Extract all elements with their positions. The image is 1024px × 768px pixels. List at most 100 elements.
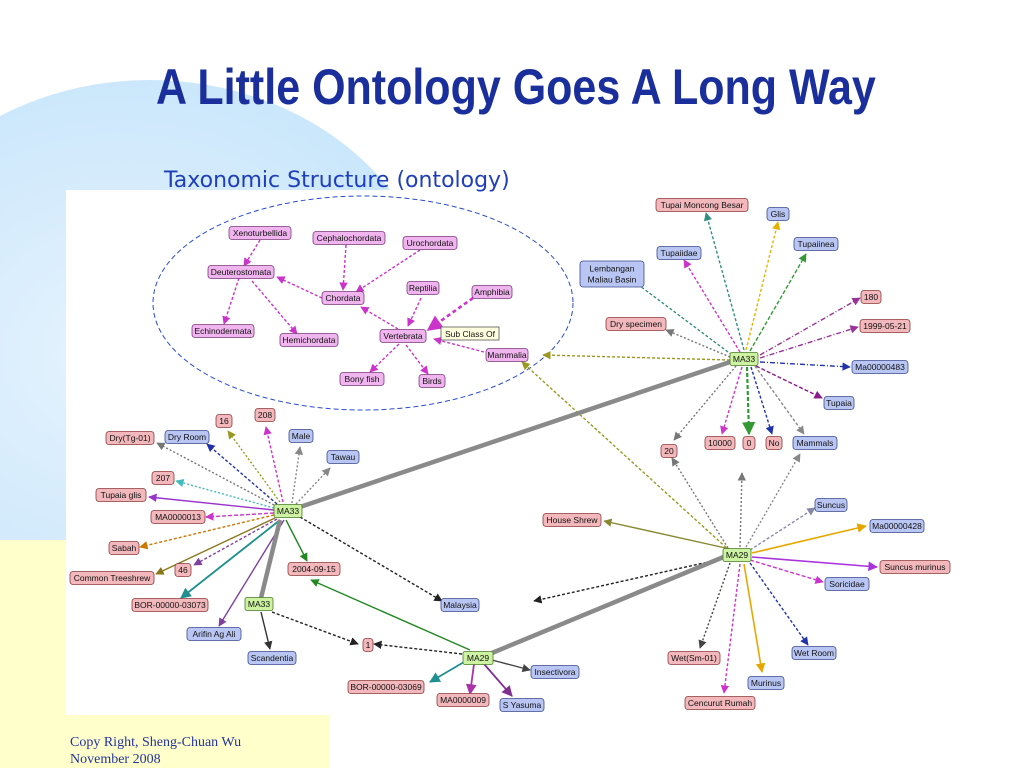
node-deuterostomata[interactable]: Deuterostomata: [207, 265, 275, 279]
node-ma29-right[interactable]: MA29: [722, 548, 752, 562]
node-ma0000013-box: [150, 510, 206, 524]
node-bor03069-box: [347, 680, 425, 694]
node-tupaia-glis[interactable]: Tupaia glis: [95, 488, 147, 502]
node-label: MA33: [277, 506, 299, 516]
node-s-yasuma[interactable]: S Yasuma: [499, 698, 545, 712]
edge: [673, 365, 737, 441]
edge: [433, 336, 485, 353]
node-d2004[interactable]: 2004-09-15: [287, 562, 341, 576]
node-hemichordata[interactable]: Hemichordata: [279, 333, 339, 347]
node-dry-room[interactable]: Dry Room: [164, 430, 210, 444]
edge: [148, 493, 275, 511]
node-label: No: [769, 438, 780, 448]
node-house-shrew[interactable]: House Shrew: [542, 513, 602, 527]
node-ma33-small-box: [244, 597, 274, 611]
node-tupaiidae[interactable]: Tupaiidae: [656, 246, 702, 260]
node-insectivora[interactable]: Insectivora: [530, 665, 580, 679]
node-n16[interactable]: 16: [215, 414, 233, 428]
node-glis[interactable]: Glis: [766, 207, 790, 221]
node-deuterostomata-box: [207, 265, 275, 279]
node-label: Lembangan: [590, 264, 635, 274]
node-label: Insectivora: [534, 667, 575, 677]
edge: [258, 519, 283, 599]
node-sabah[interactable]: Sabah: [108, 541, 140, 555]
node-label: Ma00000428: [872, 521, 922, 531]
node-malaysia[interactable]: Malaysia: [440, 598, 480, 612]
node-mammals[interactable]: Mammals: [792, 436, 838, 450]
node-ma33-small[interactable]: MA33: [244, 597, 274, 611]
node-ma00000428[interactable]: Ma00000428: [869, 519, 925, 533]
node-echinodermata[interactable]: Echinodermata: [191, 324, 255, 338]
node-bor03073[interactable]: BOR-00000-03073: [131, 598, 209, 612]
slide-subtitle: Taxonomic Structure (ontology): [164, 168, 510, 193]
slide-title: A Little Ontology Goes A Long Way: [156, 59, 876, 115]
node-n46[interactable]: 46: [174, 563, 192, 577]
node-dry-specimen[interactable]: Dry specimen: [605, 317, 667, 331]
node-label: Deuterostomata: [211, 267, 272, 277]
node-n16-box: [215, 414, 233, 428]
node-n208[interactable]: 208: [254, 408, 276, 422]
node-tupai-moncong-besar[interactable]: Tupai Moncong Besar: [655, 198, 749, 212]
node-label: Xenoturbellida: [233, 228, 288, 238]
node-bony-fish[interactable]: Bony fish: [339, 372, 385, 386]
node-urochordata[interactable]: Urochordata: [402, 236, 458, 250]
node-wet-room[interactable]: Wet Room: [791, 646, 837, 660]
edge: [754, 365, 805, 435]
edge: [156, 442, 275, 506]
node-no[interactable]: No: [765, 436, 783, 450]
node-cephalochordata[interactable]: Cephalochordata: [312, 231, 386, 245]
node-amphibia[interactable]: Amphibia: [471, 285, 513, 299]
node-label: Dry specimen: [610, 319, 662, 329]
node-soricidae[interactable]: Soricidae: [824, 577, 870, 591]
node-mammalia[interactable]: Mammalia: [485, 348, 529, 362]
node-label: 46: [178, 565, 188, 575]
node-cencurut-rumah[interactable]: Cencurut Rumah: [684, 696, 756, 710]
node-dry-tg01[interactable]: Dry(Tg-01): [105, 431, 155, 445]
edge: [737, 472, 746, 548]
node-suncus-murinus[interactable]: Suncus murinus: [879, 560, 951, 574]
node-arifin[interactable]: Arifin Ag Ali: [186, 627, 242, 641]
node-n207[interactable]: 207: [151, 471, 175, 485]
node-ma0000009[interactable]: MA0000009: [436, 693, 490, 707]
node-suncus[interactable]: Suncus: [814, 498, 848, 512]
node-n207-box: [151, 471, 175, 485]
node-birds[interactable]: Birds: [418, 374, 446, 388]
node-ma29-bottom[interactable]: MA29: [462, 651, 494, 665]
node-n0[interactable]: 0: [742, 436, 756, 450]
node-xenoturbellida[interactable]: Xenoturbellida: [228, 226, 292, 240]
node-ma33-left[interactable]: MA33: [273, 504, 303, 518]
node-label: House Shrew: [546, 515, 598, 525]
node-common-treeshrew[interactable]: Common Treeshrew: [69, 571, 155, 585]
node-reptilia[interactable]: Reptilia: [406, 281, 440, 295]
node-label: MA29: [726, 550, 748, 560]
node-tupaiinea-box: [793, 237, 839, 251]
node-n20[interactable]: 20: [660, 444, 678, 458]
node-n180[interactable]: 180: [860, 290, 882, 304]
node-d1999[interactable]: 1999-05-21: [859, 319, 911, 333]
edge: [749, 562, 809, 646]
node-dry-room-box: [164, 430, 210, 444]
node-vertebrata[interactable]: Vertebrata: [379, 329, 427, 343]
node-male[interactable]: Male: [288, 429, 314, 443]
node-tupaia[interactable]: Tupaia: [823, 396, 855, 410]
node-tawau[interactable]: Tawau: [326, 450, 360, 464]
node-chordata[interactable]: Chordata: [321, 291, 365, 305]
node-bor03069[interactable]: BOR-00000-03069: [347, 680, 425, 694]
edge: [759, 325, 859, 359]
node-scandentia[interactable]: Scandentia: [247, 651, 297, 665]
node-tupaiinea[interactable]: Tupaiinea: [793, 237, 839, 251]
node-n10000[interactable]: 10000: [704, 436, 736, 450]
node-wet-sm01[interactable]: Wet(Sm-01): [667, 651, 721, 665]
node-ma33-top[interactable]: MA33: [729, 352, 759, 366]
node-bony-fish-box: [339, 372, 385, 386]
node-urochordata-box: [402, 236, 458, 250]
node-ma0000013[interactable]: MA0000013: [150, 510, 206, 524]
node-ma00000483[interactable]: Ma00000483: [851, 360, 909, 374]
node-arifin-box: [186, 627, 242, 641]
node-murinus[interactable]: Murinus: [747, 676, 785, 690]
node-n1[interactable]: 1: [362, 638, 374, 652]
node-d2004-box: [287, 562, 341, 576]
node-label: Tawau: [331, 452, 356, 462]
node-label: Murinus: [751, 678, 781, 688]
